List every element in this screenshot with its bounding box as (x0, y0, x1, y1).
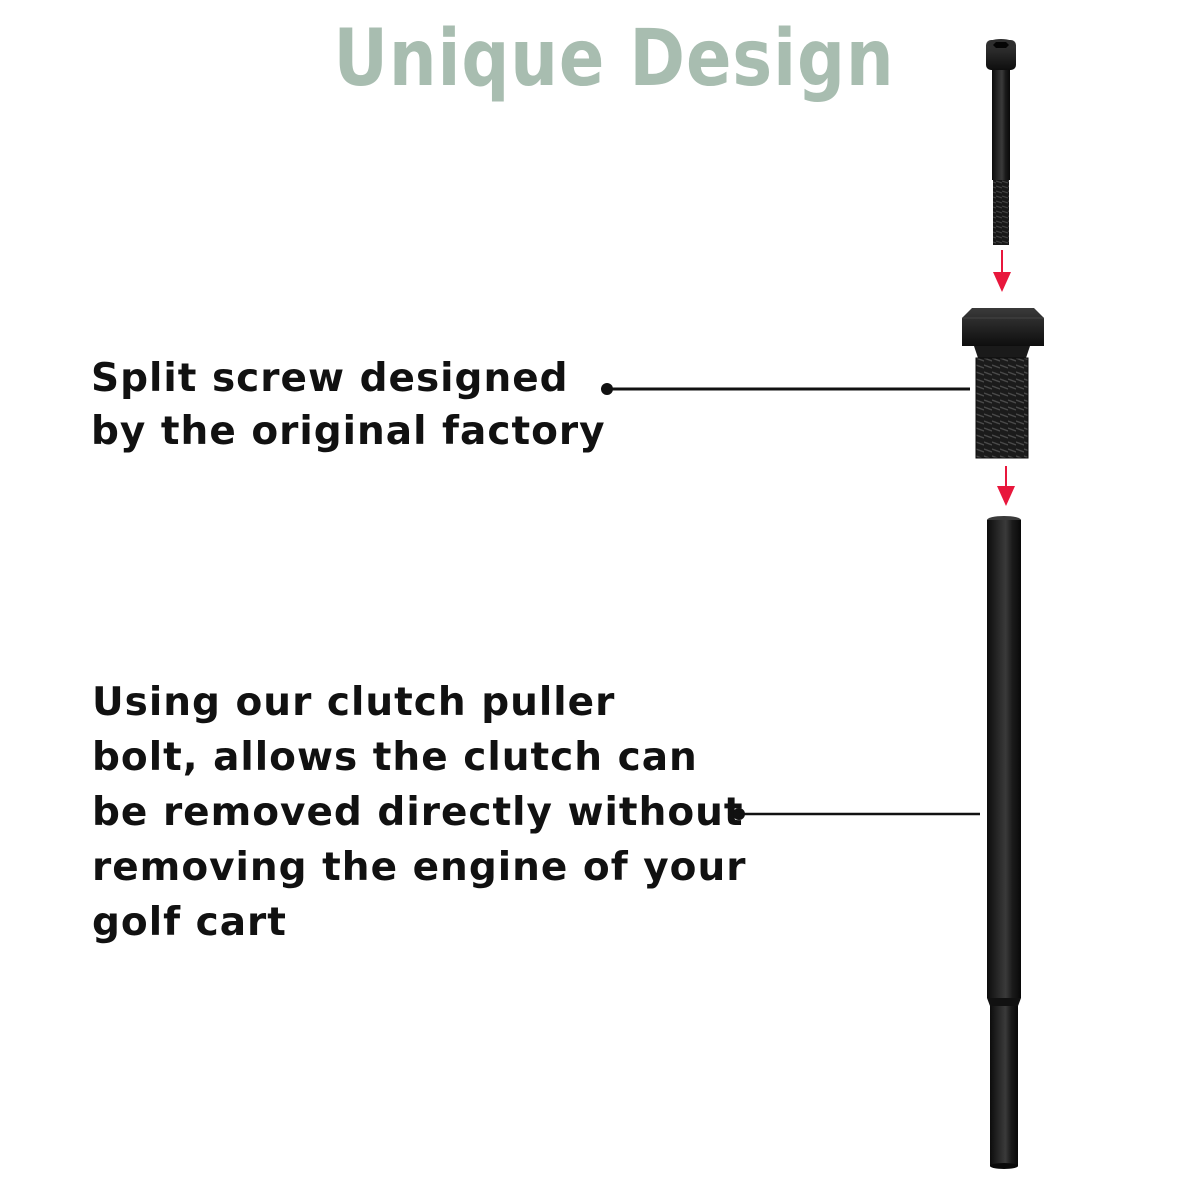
puller-rod (987, 516, 1021, 1169)
puller-bolt-callout-line: removing the engine of your (92, 845, 747, 890)
hex-split-screw-head (962, 308, 1044, 346)
puller-bolt-leader (733, 808, 980, 820)
puller-rod-body (987, 520, 1021, 998)
cap-screw-thread (993, 180, 1009, 245)
hex-split-screw-thread (976, 358, 1028, 458)
assembly-arrow-2 (997, 466, 1015, 506)
cap-screw-shank (992, 70, 1010, 180)
puller-bolt-callout-line: bolt, allows the clutch can (92, 735, 698, 780)
assembly-arrow-1 (993, 250, 1011, 292)
puller-bolt-callout: Using our clutch puller bolt, allows the… (92, 675, 746, 950)
split-screw-callout-line: by the original factory (91, 409, 606, 454)
cap-screw (986, 39, 1016, 245)
puller-bolt-callout-line: be removed directly without (92, 790, 744, 835)
puller-rod-tip (990, 1006, 1018, 1166)
split-screw-leader (601, 383, 970, 395)
hex-split-screw (962, 308, 1044, 459)
puller-bolt-callout-line: Using our clutch puller (92, 680, 616, 725)
puller-bolt-callout-line: golf cart (92, 900, 287, 945)
split-screw-callout: Split screw designed by the original fac… (91, 352, 606, 458)
split-screw-callout-line: Split screw designed (91, 356, 569, 401)
page-title: Unique Design (333, 14, 895, 104)
